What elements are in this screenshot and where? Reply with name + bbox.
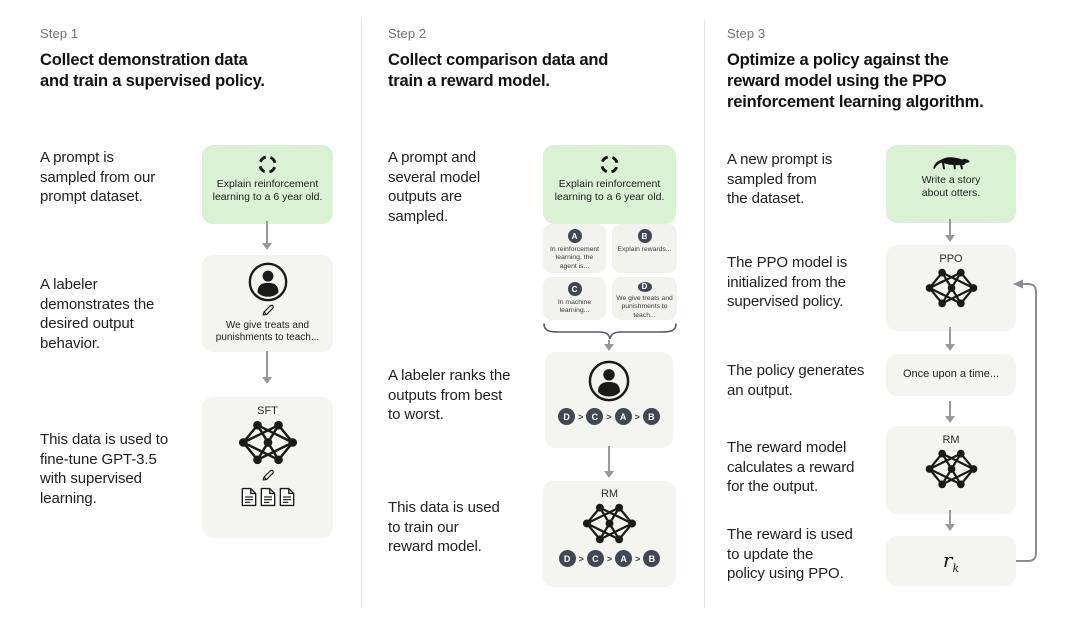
step1-row1-text: A prompt is sampled from our prompt data… — [40, 149, 156, 205]
document-icon — [241, 487, 256, 507]
flow-arrow — [262, 221, 272, 250]
rank-separator: > — [578, 411, 584, 422]
flow-arrow — [604, 340, 614, 351]
output-a-chip: A — [567, 229, 582, 243]
step3-output-box: Once upon a time... — [886, 354, 1016, 396]
step3-row2-text: The PPO model is initialized from the su… — [727, 254, 848, 310]
step2-row3-text: This data is used to train our reward mo… — [388, 499, 500, 555]
step2-row2-text: A labeler ranks the outputs from best to… — [388, 367, 511, 423]
rm-model-label: RM — [942, 434, 960, 446]
neural-network-icon — [581, 502, 638, 545]
step3-prompt-caption: Write a story about otters. — [921, 174, 981, 200]
output-b-chip: B — [637, 229, 652, 243]
person-icon — [588, 360, 630, 402]
rank-chip: A — [614, 408, 632, 425]
reward-symbol: rk — [942, 547, 960, 575]
rank-chip: D — [558, 550, 576, 567]
step2-label: Step 2 — [388, 26, 427, 41]
step3-label: Step 3 — [727, 26, 766, 41]
step3-ppo-box: PPO — [886, 245, 1016, 331]
output-a-box: A In reinforcement learning, the agent i… — [543, 224, 606, 273]
column-divider — [704, 20, 705, 608]
flow-arrow — [262, 351, 272, 384]
sft-model-label: SFT — [257, 405, 278, 417]
step3-row5-text: The reward is used to update the policy … — [727, 526, 853, 582]
step1-row2-text: A labeler demonstrates the desired outpu… — [40, 276, 155, 352]
cycle-icon — [599, 154, 620, 175]
step1-labeler-box: We give treats and punishments to teach.… — [202, 255, 333, 352]
step3-row4-text: The reward model calculates a reward for… — [727, 439, 855, 495]
documents-row — [241, 487, 295, 507]
document-icon — [260, 487, 275, 507]
rank-separator: > — [578, 553, 584, 564]
rank-chip: C — [586, 408, 604, 425]
flow-arrow — [945, 327, 955, 351]
flow-arrow — [604, 446, 614, 478]
step3-reward-box: rk — [886, 536, 1016, 586]
pencil-icon — [262, 304, 274, 316]
cycle-icon — [257, 154, 278, 175]
brace-icon — [543, 323, 677, 340]
output-d-box: D We give treats and punishments to teac… — [612, 277, 677, 320]
output-b-box: B Explain rewards... — [612, 224, 677, 273]
rank-separator: > — [635, 553, 641, 564]
step3-prompt-box: Write a story about otters. — [886, 145, 1016, 223]
step2-prompt-box: Explain reinforcement learning to a 6 ye… — [543, 145, 676, 224]
step1-prompt-box: Explain reinforcement learning to a 6 ye… — [202, 145, 333, 224]
rm-model-label: RM — [600, 488, 619, 500]
step3-row1-text: A new prompt is sampled from the dataset… — [727, 151, 833, 207]
ranking-row: D > C > A > B — [558, 408, 660, 425]
output-c-box: C In machine learning... — [543, 277, 606, 320]
neural-network-icon — [924, 448, 978, 490]
document-icon — [279, 487, 294, 507]
step2-prompt-caption: Explain reinforcement learning to a 6 ye… — [554, 178, 665, 204]
step1-row3-text: This data is used to fine-tune GPT-3.5 w… — [40, 431, 169, 507]
otter-icon — [933, 157, 970, 170]
output-d-text: We give treats and punishments to teach.… — [616, 294, 673, 319]
rank-separator: > — [634, 411, 640, 422]
person-icon — [248, 262, 287, 302]
step1-labeler-caption: We give treats and punishments to teach.… — [215, 320, 320, 344]
output-a-text: In reinforcement learning, the agent is.… — [549, 246, 600, 270]
rank-chip: D — [558, 408, 576, 425]
flow-arrow — [945, 401, 955, 423]
rank-chip: C — [586, 550, 604, 567]
column-divider — [361, 20, 362, 608]
output-c-text: In machine learning... — [557, 299, 592, 315]
neural-network-icon — [237, 419, 298, 466]
ppo-model-label: PPO — [939, 253, 963, 265]
neural-network-icon — [924, 267, 978, 309]
step1-title: Collect demonstration data and train a s… — [40, 51, 265, 90]
step2-row1-text: A prompt and several model outputs are s… — [388, 149, 481, 225]
output-c-chip: C — [567, 282, 582, 296]
step2-rm-box: RM D > C > A > B — [543, 481, 676, 587]
step1-prompt-caption: Explain reinforcement learning to a 6 ye… — [212, 178, 323, 204]
output-d-chip: D — [637, 282, 652, 292]
rank-separator: > — [606, 553, 613, 564]
rank-chip: A — [615, 550, 633, 567]
ranking-row: D > C > A > B — [558, 550, 661, 567]
rank-separator: > — [606, 411, 612, 422]
flow-arrow — [945, 510, 955, 531]
pencil-icon — [262, 469, 274, 481]
flow-arrow — [945, 219, 955, 242]
step3-row3-text: The policy generates an output. — [727, 362, 865, 399]
rank-chip: B — [642, 408, 660, 425]
step3-title: Optimize a policy against the reward mod… — [727, 51, 984, 111]
step1-label: Step 1 — [40, 26, 79, 41]
output-b-text: Explain rewards... — [617, 246, 672, 253]
step2-labeler-box: D > C > A > B — [545, 352, 673, 448]
rank-chip: B — [643, 550, 661, 567]
step3-output-caption: Once upon a time... — [903, 368, 999, 381]
step1-sft-box: SFT — [202, 397, 333, 538]
step3-rm-box: RM — [886, 426, 1016, 514]
step2-title: Collect comparison data and train a rewa… — [388, 51, 609, 90]
